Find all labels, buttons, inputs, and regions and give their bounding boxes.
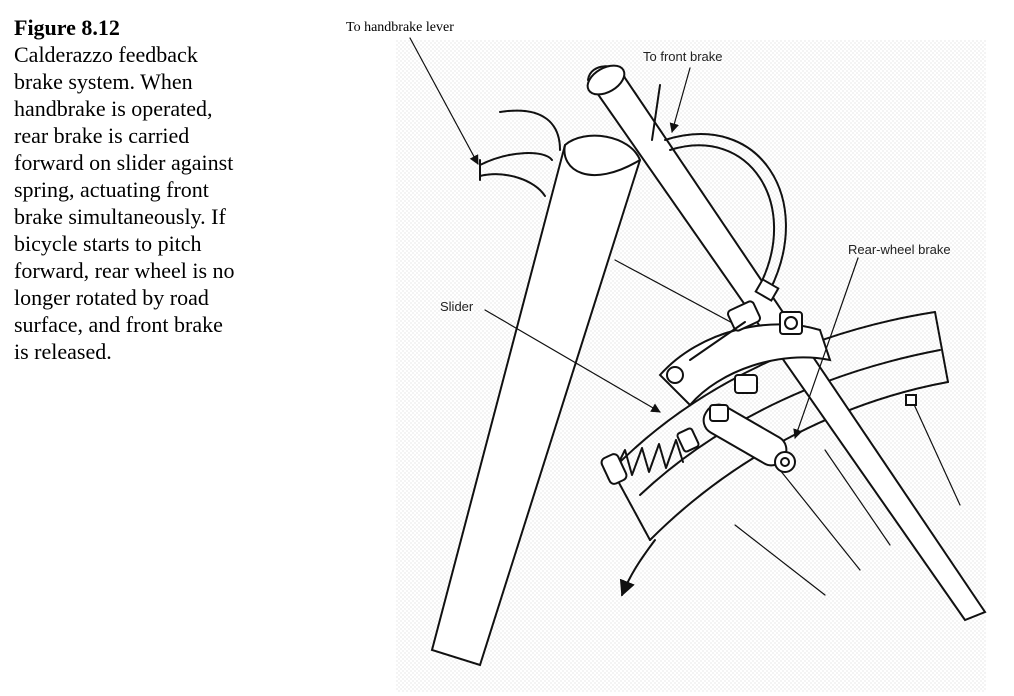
handbrake-cable	[479, 109, 561, 197]
leader-front-brake	[669, 67, 691, 133]
slider-spring	[600, 427, 700, 485]
label-front-brake: To front brake	[643, 49, 723, 64]
figure-caption-text: Calderazzo feedback brake system. When h…	[14, 42, 235, 364]
brake-mechanism	[658, 300, 832, 473]
figure-title: Figure 8.12	[14, 15, 120, 40]
label-slider: Slider	[440, 299, 474, 314]
leader-handbrake-lever	[409, 37, 479, 165]
leader-rear-wheel-brake	[793, 257, 859, 439]
label-handbrake-lever: To handbrake lever	[346, 20, 454, 35]
figure-caption: Figure 8.12 Calderazzo feedback brake sy…	[14, 14, 314, 365]
rotation-arrow	[619, 539, 656, 597]
leader-slider	[484, 309, 661, 413]
wheel-spokes	[734, 394, 961, 596]
front-brake-cable	[664, 133, 787, 302]
label-rear-wheel-brake: Rear-wheel brake	[848, 242, 951, 257]
